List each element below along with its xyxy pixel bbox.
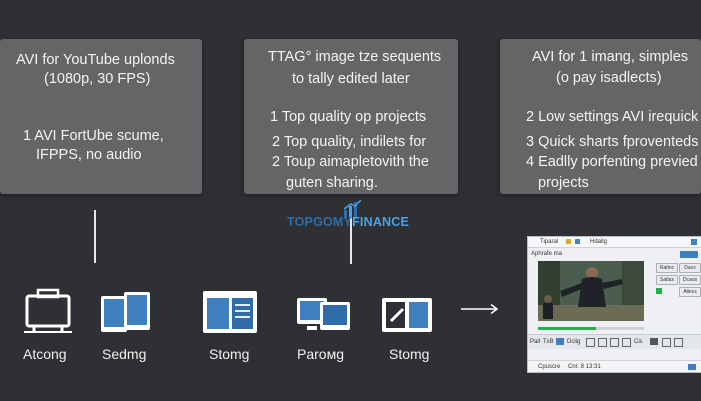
- watermark-logo: [342, 199, 362, 223]
- toolbar-tool-icon[interactable]: [650, 338, 658, 345]
- editor-app-icon: [575, 239, 580, 244]
- card-body-line: guten sharing.: [286, 175, 378, 191]
- card-body-line: 1 AVI FortUbe scume,: [23, 128, 164, 144]
- card-body-line: 4 Eadlly porfenting previed: [526, 154, 698, 170]
- toolbar-tool-icon[interactable]: [598, 338, 607, 347]
- panel-chip[interactable]: Ratinc: [656, 263, 678, 273]
- icon-label: Parомg: [297, 346, 344, 362]
- green-check-icon: [656, 288, 662, 294]
- card-body-line: 2 Top quality, indilets for: [272, 134, 427, 150]
- card-heading-line: to tally edited later: [292, 71, 410, 87]
- video-preview: [538, 261, 644, 321]
- monitor-icon: [24, 288, 74, 339]
- status-right: Cnr. 8 13:31: [568, 364, 601, 370]
- tablets-icon: [100, 290, 152, 341]
- editor-app-icon: [566, 239, 571, 244]
- icon-label: Stomg: [209, 346, 250, 362]
- watermark-text: TOPGOMYFINANCE: [287, 215, 409, 229]
- watermark-part: TOPGOMY: [287, 215, 353, 229]
- card-heading-line: (o pay isadlects): [556, 70, 662, 86]
- toolbar-selected-icon[interactable]: [556, 338, 564, 345]
- card-heading-line: (1080p, 30 FPS): [44, 71, 151, 87]
- editor-title: Tiparal: [540, 239, 559, 245]
- toolbar-item[interactable]: Cis: [634, 339, 643, 345]
- editor-panel-label: Aphrafe ma: [531, 251, 563, 257]
- editor-statusbar: Cpuscre Cnr. 8 13:31: [528, 360, 701, 372]
- editor-title-right: Hdallg: [590, 239, 608, 245]
- video-editor-window: Tiparal Hdallg Aphrafe ma Ratinc Dacs Sa…: [527, 236, 701, 373]
- toolbar-tool-icon[interactable]: [674, 338, 683, 347]
- panel-chip[interactable]: Dacs: [679, 263, 701, 273]
- watermark-part: FINANCE: [352, 215, 410, 229]
- card-body-line: IFPPS, no audio: [36, 147, 142, 163]
- card-body-line: 2 Low settings AVI irequick: [526, 109, 699, 125]
- editor-titlebar: [528, 237, 701, 248]
- card-image-sequence: TTAG° image tze sequents to tally edited…: [244, 39, 458, 194]
- icon-label: Sedmg: [102, 346, 147, 362]
- status-blue-marker: [688, 364, 696, 370]
- card-body-line: 3 Quick sharts fproventeds: [526, 134, 699, 150]
- toolbar-item[interactable]: TxB: [543, 339, 554, 345]
- panel-chip[interactable]: Atiecs: [679, 287, 701, 297]
- icon-label: Stomg: [389, 346, 430, 362]
- toolbar-tool-icon[interactable]: [622, 338, 631, 347]
- toolbar-item[interactable]: Dclig: [567, 339, 581, 345]
- card-avi-simples: AVI for 1 imang, simples (o pay isadlect…: [500, 39, 701, 194]
- card-heading-line: AVI for YouTube uplonds: [16, 52, 175, 68]
- card-body-line: 1 Top quality op projects: [270, 109, 427, 125]
- connector-line: [350, 212, 352, 264]
- panel-chip[interactable]: Satlas: [656, 275, 678, 285]
- panel-chip[interactable]: Dcaos: [679, 275, 701, 285]
- icon-label: Atcong: [23, 346, 67, 362]
- editor-toolbar: Pall TxB Dclig Cis: [528, 334, 701, 349]
- open-book-icon: [381, 295, 433, 340]
- timeline-progress[interactable]: [538, 327, 644, 330]
- right-arrow-icon: [460, 302, 500, 320]
- dual-screen-icon: [296, 296, 352, 341]
- card-youtube-avi: AVI for YouTube uplonds (1080p, 30 FPS) …: [0, 39, 202, 194]
- status-left: Cpuscre: [538, 364, 561, 370]
- card-body-line: projects: [538, 175, 589, 191]
- card-heading-line: AVI for 1 imang, simples: [532, 49, 689, 65]
- toolbar-tool-icon[interactable]: [662, 338, 671, 347]
- window-icon: [202, 290, 258, 339]
- toolbar-tool-icon[interactable]: [586, 338, 595, 347]
- editor-blue-button[interactable]: [680, 251, 698, 258]
- toolbar-item[interactable]: Pall: [530, 339, 541, 345]
- connector-line: [94, 210, 96, 263]
- close-icon[interactable]: [691, 239, 697, 245]
- card-heading-line: TTAG° image tze sequents: [268, 49, 442, 65]
- card-body-line: 2 Toup aimapletovith the: [272, 154, 429, 170]
- toolbar-tool-icon[interactable]: [610, 338, 619, 347]
- timeline-progress-fill: [538, 327, 597, 330]
